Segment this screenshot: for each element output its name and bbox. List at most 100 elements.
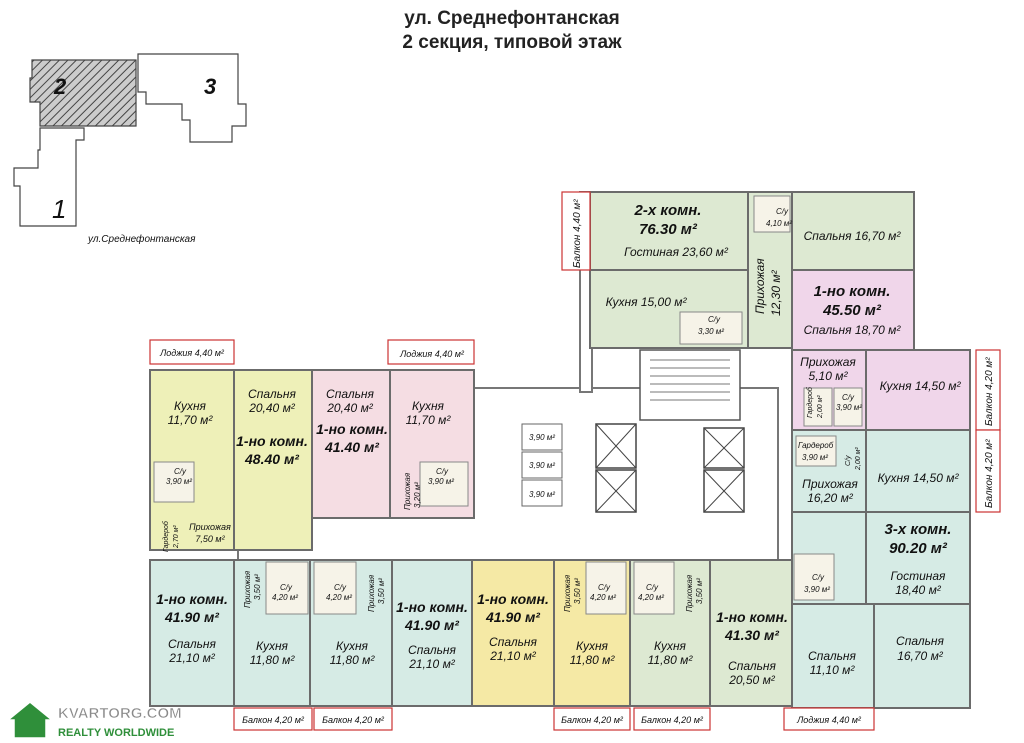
a2-bedroom-label: Спальня 18,70 м² [804,323,902,337]
a3-kitchen-label: Кухня 14,50 м² [878,471,960,485]
c2-hall-area: 3,50 м² [377,578,386,604]
b2-type: 1-но комн. [236,433,308,449]
b1-kitchen-area: 11,70 м² [168,413,214,427]
a3-bedroom2-area: 16,70 м² [897,649,944,663]
a2-kitchen-label: Кухня 14,50 м² [880,379,962,393]
c3-bedroom [471,559,555,707]
c2-bedroom [391,559,473,707]
a3-living-room [865,511,971,605]
c2-kitchen-label: Кухня [336,639,369,653]
a1-living-label: Гостиная 23,60 м² [624,245,729,259]
b2-bedroom-label: Спальня [248,387,296,401]
plan-title: ул. Среднефонтанская [404,8,620,29]
b1-wardrobe-area: 2,70 м² [173,525,180,549]
a1-bedroom-label: Спальня 16,70 м² [804,229,902,243]
a2-wardrobe [803,387,833,427]
c1-bedroom-label: Спальня [168,637,216,651]
key-label-3: 3 [204,74,216,99]
c3-type: 1-но комн. [477,591,549,607]
a2-hall-label: Прихожая [800,355,856,369]
watermark-house-icon [5,701,55,739]
b3-kitchen-area: 11,70 м² [406,413,452,427]
a2-balcony [975,349,1001,431]
b2-area: 48.40 м² [244,451,299,467]
c3-bedroom-area: 21,10 м² [489,649,537,663]
a1-bath1-label: С/у [776,207,789,216]
c1-bedroom-area: 21,10 м² [168,651,216,665]
b1-loggia [149,339,235,365]
c4-kitchen-area: 11,80 м² [648,653,694,667]
a3-hall-label: Прихожая [802,477,858,491]
b1-wardrobe-label: Гардероб [162,520,170,552]
b3-kitchen-label: Кухня [412,399,445,413]
c2-bath-label: С/у [334,583,347,592]
key-plan: 1 2 3 ул.Среднефонтанская [13,53,247,245]
c3-kitchen-label: Кухня [576,639,609,653]
b1-hall-area: 7,50 м² [195,534,225,544]
utility-room-2 [521,451,563,479]
a1-kitchen-label: Кухня 15,00 м² [606,295,688,309]
c3-hall-area: 3,50 м² [573,578,582,604]
c4-hall-label: Прихожая [685,574,694,612]
c2-hall-label: Прихожая [367,574,376,612]
utility-room-3 [521,479,563,507]
c1-bath-label: С/у [280,583,293,592]
a3-bath2-area: 3,90 м² [804,585,830,594]
c3-hall-label: Прихожая [563,574,572,612]
c1-bedroom [149,559,235,707]
core-room3-area: 3,90 м² [529,490,555,499]
c4-balcony [633,707,711,731]
c3-bathroom [585,561,627,615]
a2-bathroom [833,387,863,427]
a3-balcony-label: Балкон 4,20 м² [984,439,995,508]
a1-bath1-area: 4,10 м² [766,219,792,228]
b1-bathroom [153,461,195,503]
a2-wardrobe-area: 2,00 м² [817,395,824,419]
c2-balcony [313,707,393,731]
a1-type: 2-х комн. [634,202,702,219]
c1-bathroom [265,561,309,615]
c3-kitchen-area: 11,80 м² [570,653,616,667]
a3-balcony [975,429,1001,513]
c5-bedroom-area: 20,50 м² [728,673,776,687]
a1-bath2-label: С/у [708,315,721,324]
utility-room-1 [521,423,563,451]
a1-bathroom-1 [753,195,791,233]
a1-bath2-area: 3,30 м² [698,327,724,336]
watermark-subtext: REALTY WORLDWIDE [58,727,174,739]
c1-bath-area: 4,20 м² [272,593,298,602]
a3-wardrobe-area: 3,90 м² [802,453,828,462]
c5-bedroom-label: Спальня [728,659,776,673]
c2-bedroom-label: Спальня [408,643,456,657]
c1-area: 41.90 м² [164,609,219,625]
c2-bathroom [313,561,357,615]
a2-hall-area: 5,10 м² [809,369,849,383]
c1-hall-area: 3,50 м² [253,574,262,600]
core-room1-area: 3,90 м² [529,433,555,442]
a2-type: 1-но комн. [814,283,891,300]
c3-balcony-label: Балкон 4,20 м² [561,715,624,725]
a2-kitchen [865,349,971,431]
b3-loggia-label: Лоджия 4,40 м² [399,349,465,359]
c4-balcony-label: Балкон 4,20 м² [641,715,704,725]
b3-bath-label: С/у [436,467,449,476]
b3-hall-area: 3,20 м² [413,482,422,508]
a3-loggia [783,707,875,731]
c3-bath-area: 4,20 м² [590,593,616,602]
key-section-3 [137,53,247,143]
c3-bath-label: С/у [598,583,611,592]
c2-balcony-label: Балкон 4,20 м² [322,715,385,725]
key-street-label: ул.Среднефонтанская [87,233,196,245]
c2-type: 1-но комн. [396,599,468,615]
b3-loggia [387,339,475,365]
b3-type: 1-но комн. [316,421,388,437]
plan-subtitle: 2 секция, типовой этаж [402,32,622,53]
c4-kitchen-label: Кухня [654,639,687,653]
a2-area: 45.50 м² [822,302,882,319]
watermark: KVARTORG.COM REALTY WORLDWIDE [5,701,182,739]
a1-bathroom-2 [679,311,743,345]
b1-bath-area: 3,90 м² [166,477,192,486]
c1-kitchen-area: 11,80 м² [250,653,296,667]
core-room2-area: 3,90 м² [529,461,555,470]
